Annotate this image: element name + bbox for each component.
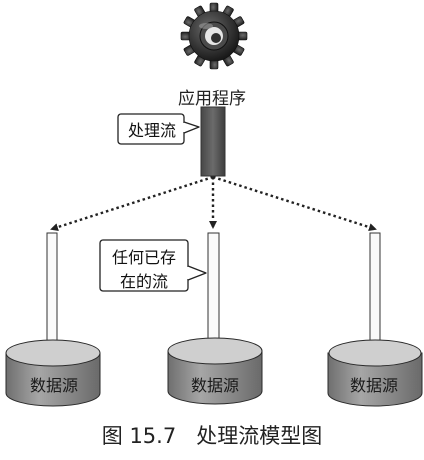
existing-streams [46, 232, 381, 352]
gear-icon [180, 2, 248, 70]
existing-stream-callout [99, 239, 207, 292]
data-source-label-3: 数据源 [349, 376, 398, 395]
data-source-cylinder-3 [327, 339, 423, 407]
application-label: 应用程序 [178, 89, 246, 109]
existing-stream-label-line1: 任何已存 [111, 248, 176, 267]
arrow-to-left-stream [50, 175, 214, 231]
dotted-arrows [50, 175, 377, 231]
data-source-label-1: 数据源 [29, 376, 78, 395]
processing-stream-box [200, 106, 226, 177]
existing-stream-right [369, 232, 381, 350]
figure-caption: 图 15.7 处理流模型图 [101, 424, 323, 448]
existing-stream-label-line2: 在的流 [119, 272, 168, 291]
existing-stream-middle [207, 232, 220, 347]
arrow-to-right-stream [212, 175, 377, 231]
data-source-label-2: 数据源 [190, 376, 239, 395]
processing-stream-label: 处理流 [127, 121, 176, 140]
data-source-cylinder-1 [5, 339, 101, 407]
data-source-cylinder-2 [167, 337, 263, 405]
processing-stream-callout [117, 113, 200, 145]
existing-stream-left [46, 232, 58, 352]
